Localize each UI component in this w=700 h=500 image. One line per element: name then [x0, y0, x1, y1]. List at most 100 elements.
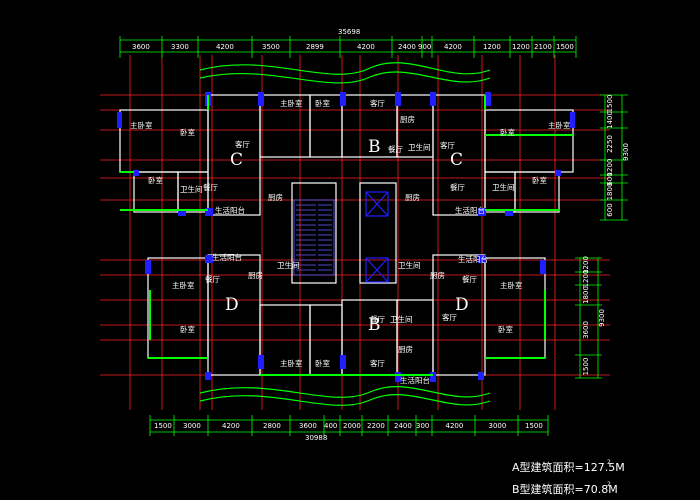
- dim-right-upper-0: 1500: [606, 95, 614, 113]
- overall-dim-bottom: 30988: [305, 434, 327, 442]
- dimension-lines: [119, 36, 628, 436]
- room-label: 客厅: [370, 98, 385, 108]
- dim-top-3: 3500: [262, 43, 280, 51]
- room-label: 卫生间: [492, 182, 515, 192]
- room-label: 餐厅: [203, 183, 218, 192]
- windows: [117, 92, 575, 382]
- dim-bottom-9: 300: [416, 422, 429, 430]
- room-label: 卧室: [500, 127, 515, 137]
- dim-right-upper-4: 600: [606, 172, 614, 185]
- unit-letter-b: B: [368, 315, 381, 335]
- room-label: 厨房: [268, 192, 283, 202]
- dim-top-7: 900: [418, 43, 431, 51]
- dim-top-11: 2100: [534, 43, 552, 51]
- unit-letter-c: C: [230, 150, 243, 170]
- dim-bottom-10: 4200: [446, 422, 464, 430]
- dim-right-lower-2: 1800: [582, 286, 590, 304]
- unit-letter-c: C: [450, 150, 463, 170]
- room-label: 卧室: [532, 175, 547, 185]
- room-label: 生活阳台: [455, 205, 485, 215]
- room-label: 客厅: [440, 140, 455, 150]
- dim-right-upper-1: 1400: [606, 111, 614, 129]
- dim-bottom-3: 2800: [263, 422, 281, 430]
- room-label: 主卧室: [280, 98, 303, 108]
- room-label: 餐厅: [370, 315, 385, 324]
- room-label: 卧室: [315, 358, 330, 368]
- dim-bottom-4: 3600: [299, 422, 317, 430]
- dim-top-4: 2899: [306, 43, 324, 51]
- dim-right-upper-5: 1800: [606, 183, 614, 201]
- elevators: [365, 191, 389, 283]
- stairs: [293, 199, 335, 276]
- dim-top-12: 1500: [556, 43, 574, 51]
- dim-bottom-8: 2400: [394, 422, 412, 430]
- room-label: 生活阳台: [458, 254, 488, 264]
- roof-curves: [199, 62, 491, 406]
- room-label: 主卧室: [548, 120, 571, 130]
- room-label: 卧室: [498, 324, 513, 334]
- unit-letter-b: B: [368, 137, 381, 157]
- room-label: 厨房: [430, 270, 445, 280]
- overall-dim-top: 35698: [338, 28, 360, 36]
- room-label: 主卧室: [172, 280, 195, 290]
- dim-right-lower-0: 1200: [582, 256, 590, 274]
- room-label: 卧室: [315, 98, 330, 108]
- dim-bottom-0: 1500: [154, 422, 172, 430]
- room-label: 卫生间: [398, 260, 421, 270]
- room-label: 餐厅: [205, 275, 220, 284]
- room-label: 厨房: [248, 270, 263, 280]
- dim-bottom-2: 4200: [222, 422, 240, 430]
- dim-bottom-1: 3000: [183, 422, 201, 430]
- room-label: 厨房: [405, 192, 420, 202]
- room-label: 客厅: [235, 139, 250, 149]
- room-label: 主卧室: [500, 280, 523, 290]
- room-label: 餐厅: [388, 145, 403, 154]
- dim-bottom-11: 3000: [489, 422, 507, 430]
- dim-right-total-lower: 9300: [598, 309, 606, 327]
- dim-right-upper-6: 600: [606, 203, 614, 216]
- room-label: 卧室: [180, 127, 195, 137]
- room-label: 卫生间: [180, 184, 203, 194]
- dim-top-9: 1200: [483, 43, 501, 51]
- room-label: 生活阳台: [212, 252, 242, 262]
- room-label: 卫生间: [408, 142, 431, 152]
- room-label: 生活阳台: [215, 205, 245, 215]
- room-label: 客厅: [370, 358, 385, 368]
- unit-letter-d: D: [455, 295, 469, 315]
- dim-bottom-5: 400: [324, 422, 337, 430]
- dim-bottom-7: 2200: [367, 422, 385, 430]
- dim-top-8: 4200: [444, 43, 462, 51]
- dim-top-0: 3600: [132, 43, 150, 51]
- dim-bottom-6: 2000: [343, 422, 361, 430]
- dim-top-5: 4200: [357, 43, 375, 51]
- area-legend: A型建筑面积=127.5M 2 B型建筑面积=70.8M 2: [512, 459, 625, 496]
- dim-right-total-upper: 9300: [622, 143, 630, 161]
- dim-bottom-12: 1500: [525, 422, 543, 430]
- room-label: 客厅: [442, 312, 457, 322]
- dim-top-1: 3300: [171, 43, 189, 51]
- room-label: 卧室: [148, 175, 163, 185]
- dim-right-upper-2: 2250: [606, 135, 614, 153]
- legend-b-sup: 2: [607, 481, 611, 488]
- dim-top-6: 2400: [398, 43, 416, 51]
- room-label: 卧室: [180, 324, 195, 334]
- room-label: 餐厅: [462, 275, 477, 284]
- dim-right-lower-1: 1200: [582, 270, 590, 288]
- room-label: 主卧室: [280, 358, 303, 368]
- room-label: 生活阳台: [400, 375, 430, 385]
- dim-right-lower-4: 1500: [582, 358, 590, 376]
- legend-a-sup: 2: [607, 459, 611, 466]
- room-label: 厨房: [398, 344, 413, 354]
- dim-right-upper-3: 1200: [606, 159, 614, 177]
- room-label: 餐厅: [450, 183, 465, 192]
- unit-letter-d: D: [225, 295, 239, 315]
- room-label: 卫生间: [277, 260, 300, 270]
- legend-a: A型建筑面积=127.5M: [512, 460, 625, 474]
- dim-top-10: 1200: [512, 43, 530, 51]
- legend-b: B型建筑面积=70.8M: [512, 482, 618, 496]
- room-label: 卫生间: [390, 314, 413, 324]
- room-label: 主卧室: [130, 120, 153, 130]
- red-grid: [100, 55, 610, 410]
- dim-right-lower-3: 3600: [582, 321, 590, 339]
